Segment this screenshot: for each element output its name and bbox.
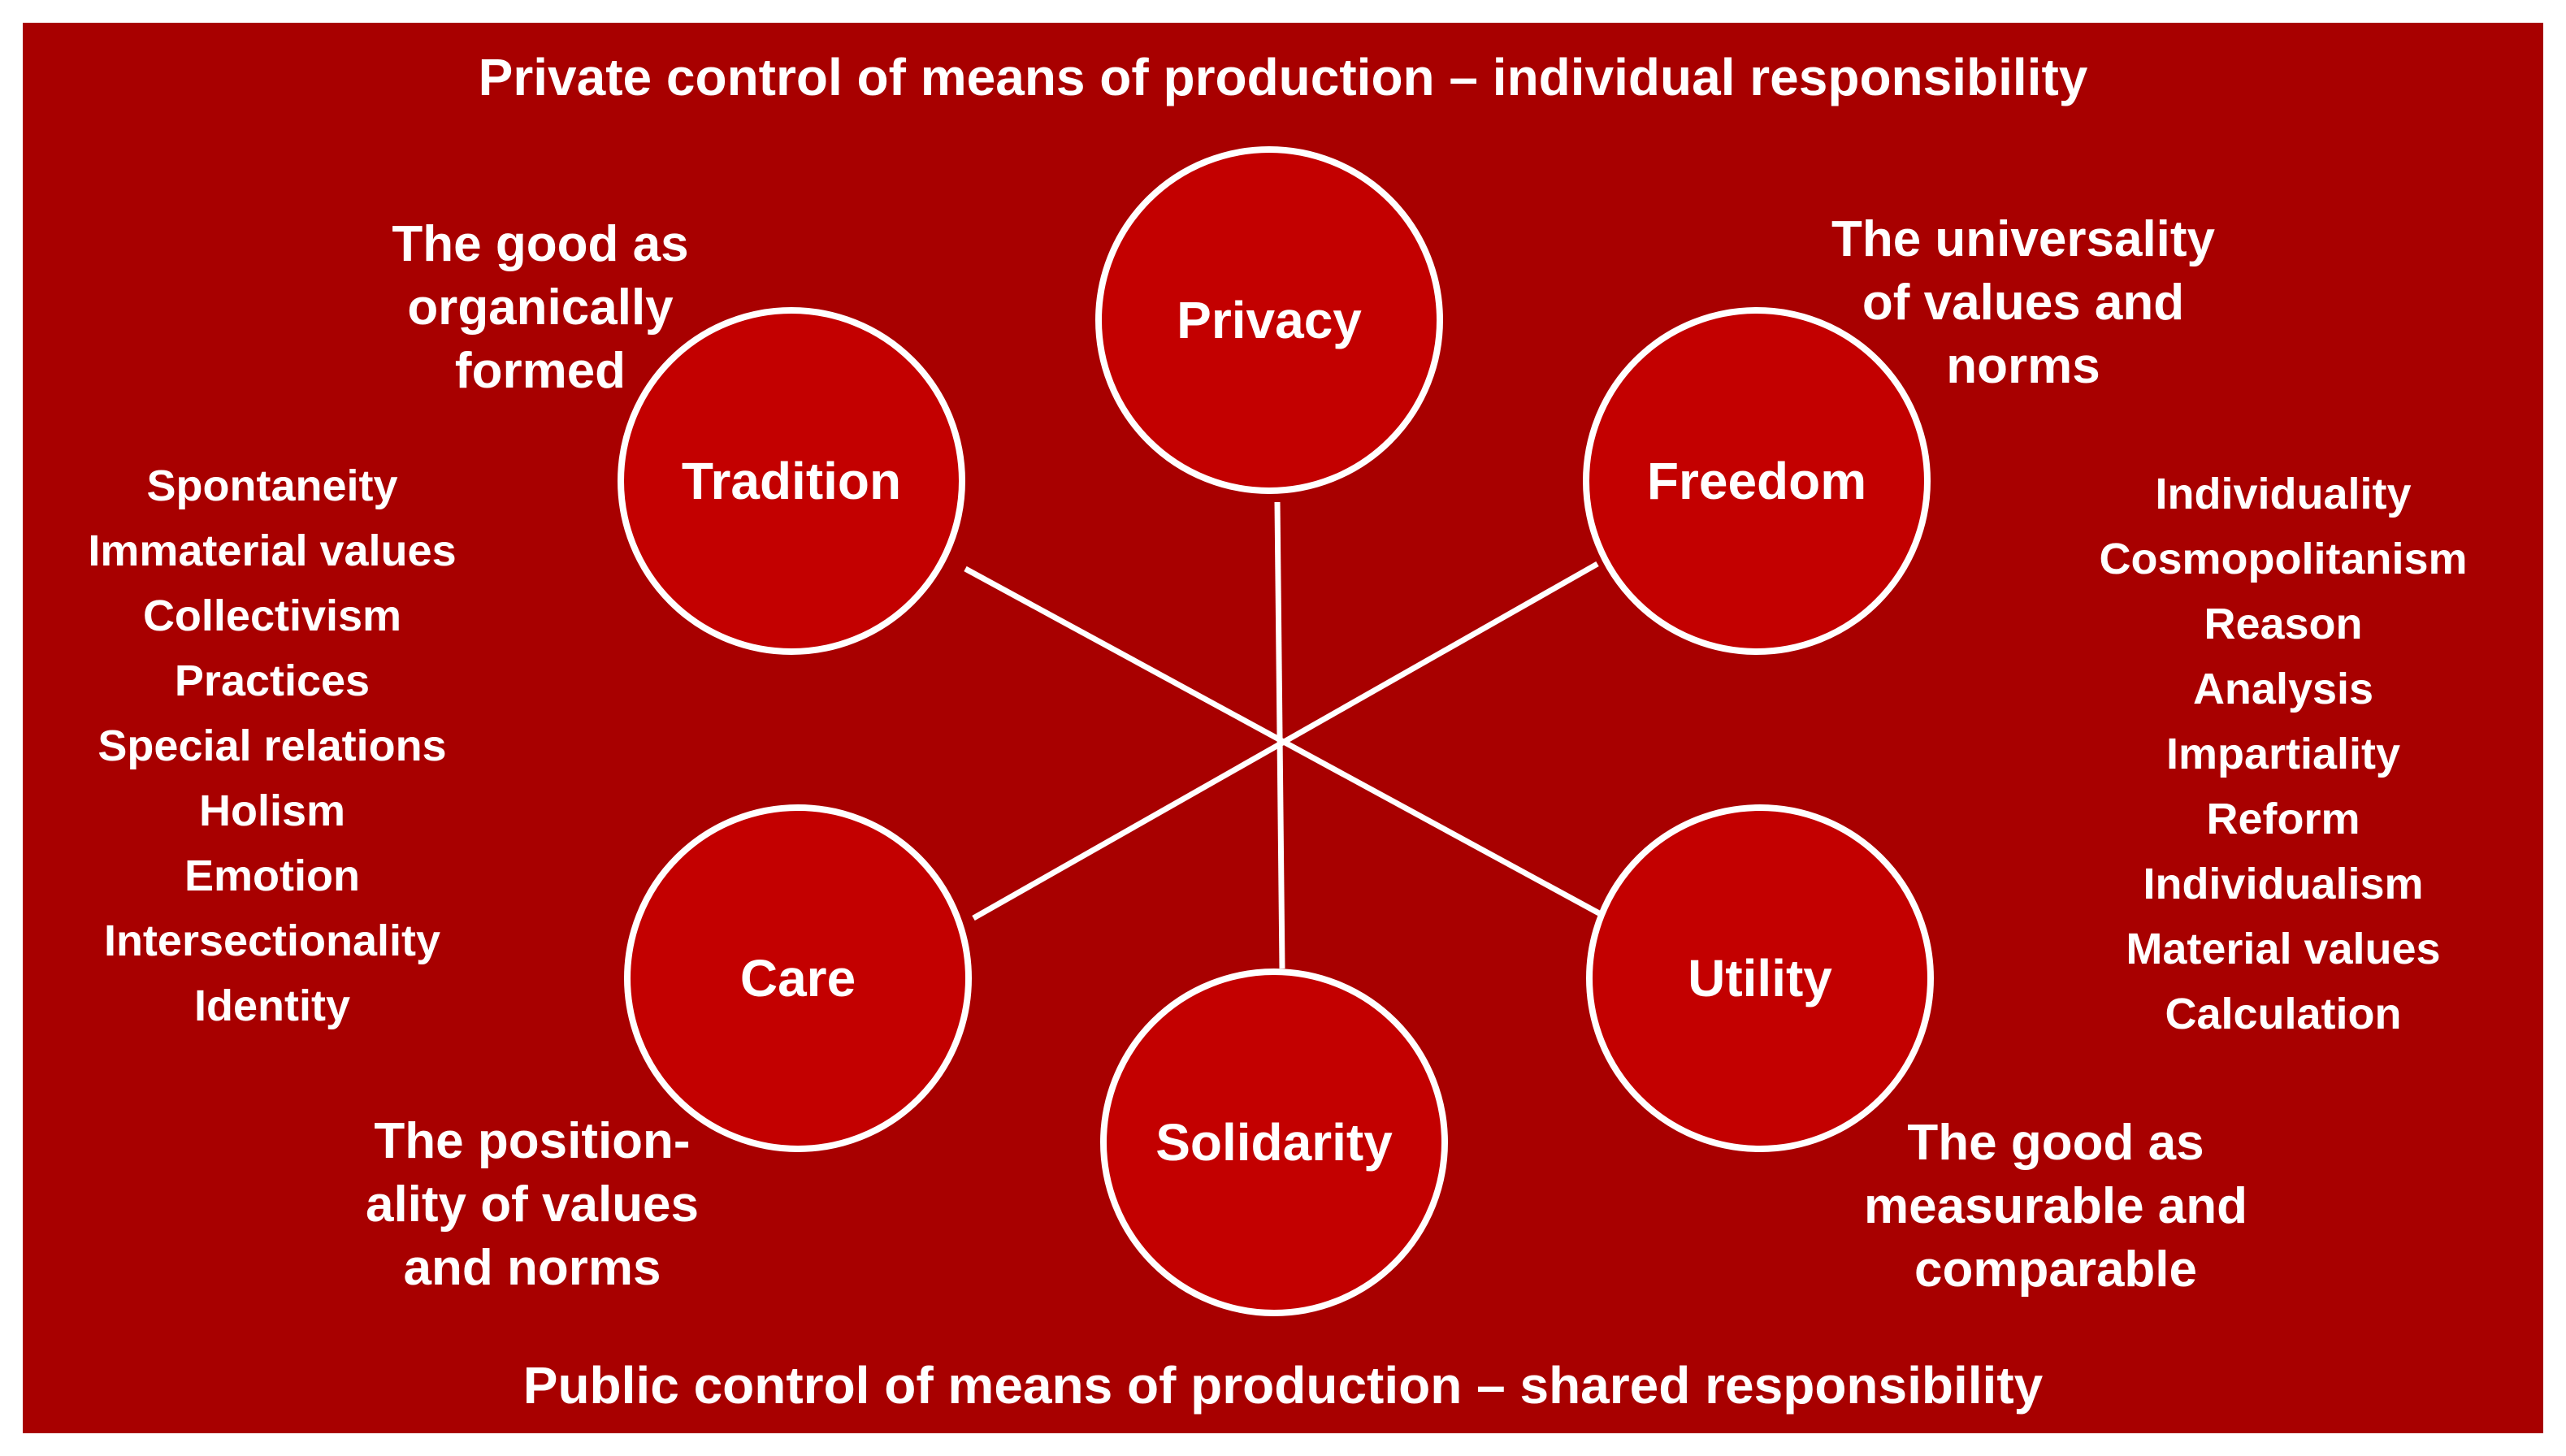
quote-line: and norms xyxy=(403,1240,661,1296)
quote-line: The position- xyxy=(374,1113,691,1169)
bottom-heading: Public control of means of production – … xyxy=(522,1356,2044,1415)
list-item: Impartiality xyxy=(2165,730,2401,778)
node-utility: Utility xyxy=(1586,804,1934,1152)
quote-line: measurable and xyxy=(1863,1178,2248,1234)
node-care-label: Care xyxy=(739,949,856,1008)
node-freedom-label: Freedom xyxy=(1646,452,1867,510)
list-item: Reason xyxy=(2204,600,2363,648)
list-item: Practices xyxy=(174,656,371,705)
node-freedom: Freedom xyxy=(1583,307,1931,655)
line-privacy-solidarity xyxy=(1274,501,1285,969)
line-freedom-care xyxy=(972,561,1599,921)
quote-line: organically xyxy=(407,280,674,336)
quote-line: comparable xyxy=(1914,1242,2198,1298)
quote-tradition: The good as organically formed xyxy=(341,213,739,403)
node-solidarity-label: Solidarity xyxy=(1155,1113,1393,1172)
list-item: Analysis xyxy=(2192,665,2374,713)
list-item: Holism xyxy=(198,786,346,835)
node-tradition-label: Tradition xyxy=(681,452,902,510)
quote-care: The position- ality of values and norms xyxy=(325,1110,739,1300)
node-tradition: Tradition xyxy=(618,307,965,655)
list-item: Immaterial values xyxy=(88,526,457,575)
node-care: Care xyxy=(624,804,972,1152)
left-attribute-list: Spontaneity Immaterial values Collectivi… xyxy=(49,453,496,1038)
quote-line: of values and xyxy=(1862,275,2185,331)
list-item: Special relations xyxy=(98,722,447,770)
quote-line: ality of values xyxy=(365,1176,700,1233)
list-item: Individualism xyxy=(2143,860,2424,908)
list-item: Individuality xyxy=(2155,470,2412,518)
quote-line: formed xyxy=(454,343,626,399)
node-solidarity: Solidarity xyxy=(1100,968,1448,1316)
list-item: Calculation xyxy=(2165,990,2402,1038)
quote-line: norms xyxy=(1946,338,2100,394)
quote-line: The good as xyxy=(392,216,689,272)
top-heading: Private control of means of production –… xyxy=(478,48,2088,106)
quote-utility: The good as measurable and comparable xyxy=(1812,1112,2299,1302)
quote-freedom: The universality of values and norms xyxy=(1763,208,2283,398)
quote-line: The good as xyxy=(1907,1115,2204,1171)
list-item: Spontaneity xyxy=(146,462,398,510)
node-utility-label: Utility xyxy=(1688,949,1832,1008)
list-item: Cosmopolitanism xyxy=(2099,535,2468,583)
list-item: Material values xyxy=(2126,925,2441,973)
right-attribute-list: Individuality Cosmopolitanism Reason Ana… xyxy=(2064,462,2503,1046)
list-item: Intersectionality xyxy=(103,916,441,965)
list-item: Emotion xyxy=(184,852,360,900)
quote-line: The universality xyxy=(1831,211,2216,267)
list-item: Collectivism xyxy=(142,592,402,640)
list-item: Reform xyxy=(2206,795,2360,843)
node-privacy: Privacy xyxy=(1095,146,1443,494)
list-item: Identity xyxy=(193,982,350,1030)
node-privacy-label: Privacy xyxy=(1177,291,1362,349)
